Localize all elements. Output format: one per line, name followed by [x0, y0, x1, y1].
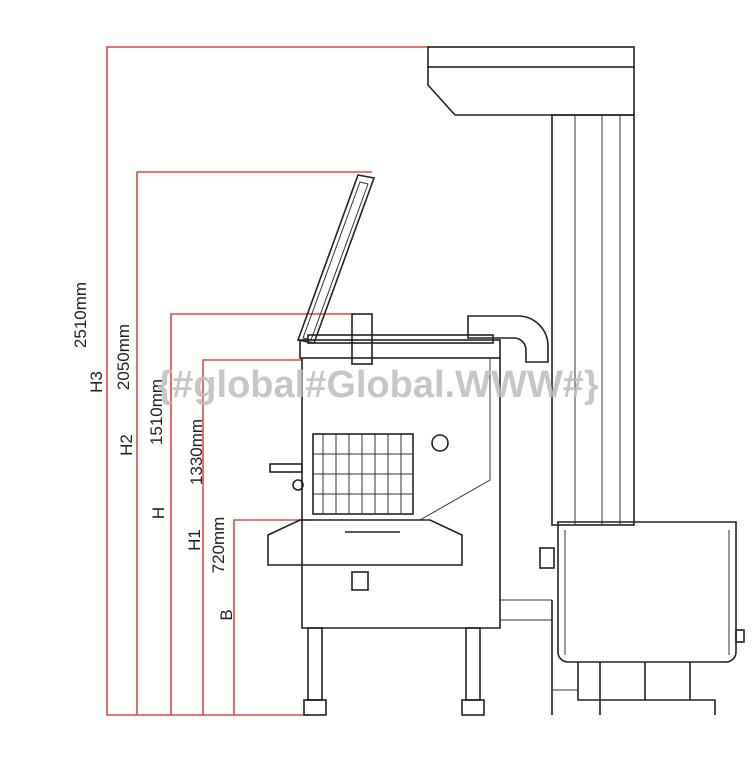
machine-drawing: [267, 46, 745, 716]
dim-code-b: B: [217, 609, 236, 620]
dim-value-h2: 2050mm: [114, 324, 133, 390]
dimension-lines: [106, 46, 430, 716]
dim-code-h: H: [149, 507, 168, 519]
dim-value-b: 720mm: [209, 517, 228, 574]
dim-line-h1: [202, 359, 302, 715]
dim-value-h3: 2510mm: [71, 282, 90, 348]
dim-value-h: 1510mm: [147, 379, 166, 445]
dim-line-h: [170, 313, 355, 715]
dim-code-h1: H1: [185, 529, 204, 551]
dim-line-h2: [136, 171, 372, 715]
dimension-labels: 2510mm H3 2050mm H2 1510mm H 1330mm H1 7…: [71, 282, 236, 621]
dim-value-h1: 1330mm: [187, 419, 206, 485]
watermark: {#global#Global.WWW#}: [157, 364, 598, 406]
dim-line-h3: [106, 46, 430, 716]
dim-code-h2: H2: [117, 434, 136, 456]
dim-code-h3: H3: [87, 371, 106, 393]
dim-line-b: [233, 519, 310, 715]
